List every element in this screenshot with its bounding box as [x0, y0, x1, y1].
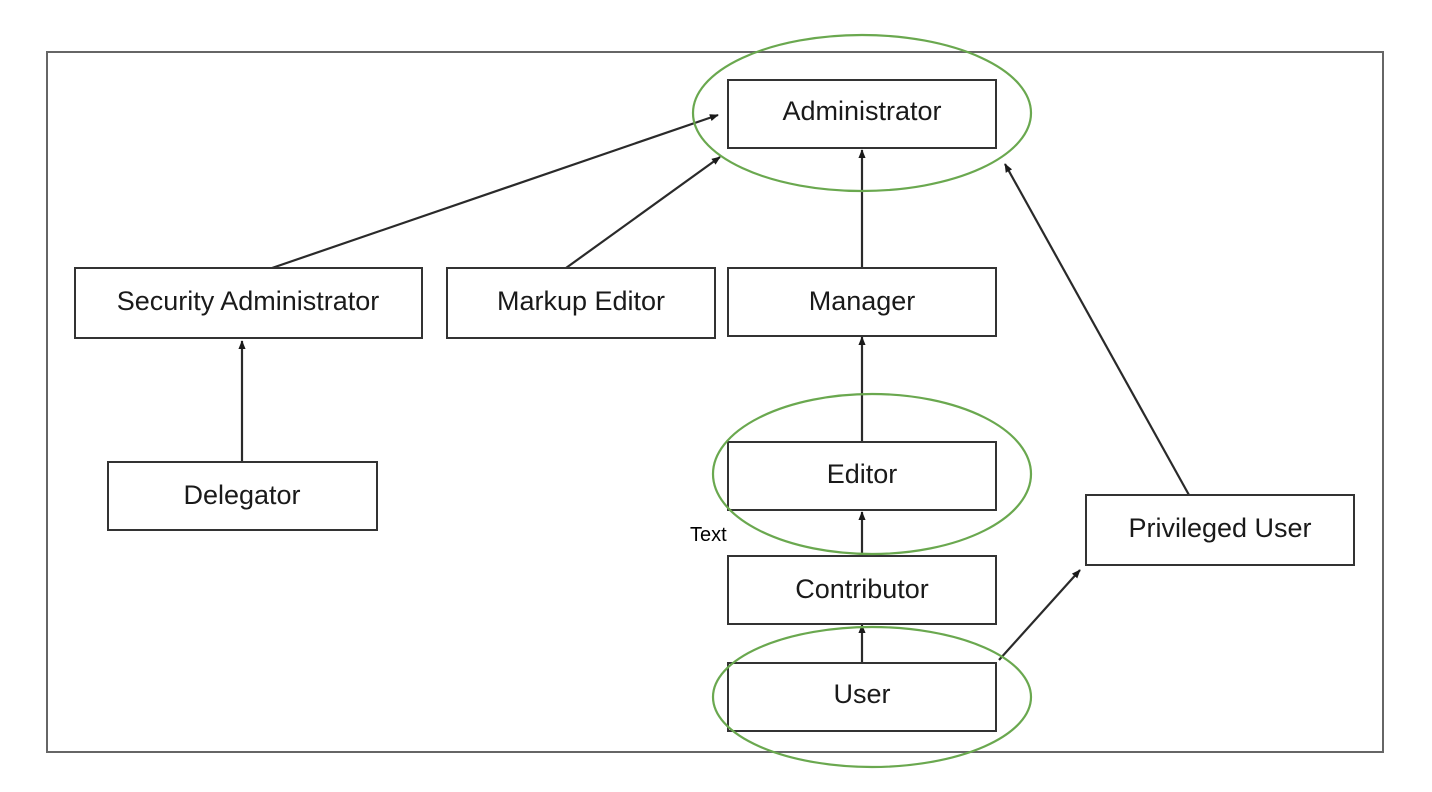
node-markup-editor-label: Markup Editor [497, 286, 665, 316]
node-manager-box [727, 267, 997, 337]
diagram-frame [46, 51, 1384, 753]
node-user-box [727, 662, 997, 732]
node-editor-label: Editor [827, 459, 898, 489]
node-delegator-label: Delegator [183, 480, 300, 510]
node-delegator-box [107, 461, 378, 531]
node-administrator-label: Administrator [782, 96, 941, 126]
edge-privileged-user-to-administrator [1004, 163, 1190, 496]
node-markup-editor-box [446, 267, 716, 339]
node-manager-label: Manager [809, 286, 916, 316]
node-manager: Manager [727, 267, 997, 337]
node-user-label: User [833, 679, 890, 709]
node-privileged-user-label: Privileged User [1128, 513, 1311, 543]
edge-markup-editor-to-administrator [565, 156, 721, 269]
edge-security-administrator-to-administrator [271, 113, 719, 270]
node-administrator-box [727, 79, 997, 149]
highlight-ellipse-user [711, 625, 1033, 769]
node-contributor: Contributor [727, 555, 997, 625]
annotation-text: Text [690, 524, 727, 546]
node-contributor-label: Contributor [795, 574, 929, 604]
edge-user-to-privileged-user [998, 569, 1081, 661]
highlight-ellipse-editor [711, 392, 1033, 556]
node-security-administrator: Security Administrator [74, 267, 423, 339]
edges [238, 113, 1190, 663]
highlight-ellipse-administrator [691, 33, 1033, 193]
node-security-administrator-box [74, 267, 423, 339]
node-administrator: Administrator [727, 79, 997, 149]
node-user: User [727, 662, 997, 732]
node-delegator: Delegator [107, 461, 378, 531]
node-editor-box [727, 441, 997, 511]
highlights [691, 33, 1033, 769]
node-security-administrator-label: Security Administrator [117, 286, 380, 316]
node-editor: Editor [727, 441, 997, 511]
node-privileged-user-box [1085, 494, 1355, 566]
node-privileged-user: Privileged User [1085, 494, 1355, 566]
node-contributor-box [727, 555, 997, 625]
node-markup-editor: Markup Editor [446, 267, 716, 339]
